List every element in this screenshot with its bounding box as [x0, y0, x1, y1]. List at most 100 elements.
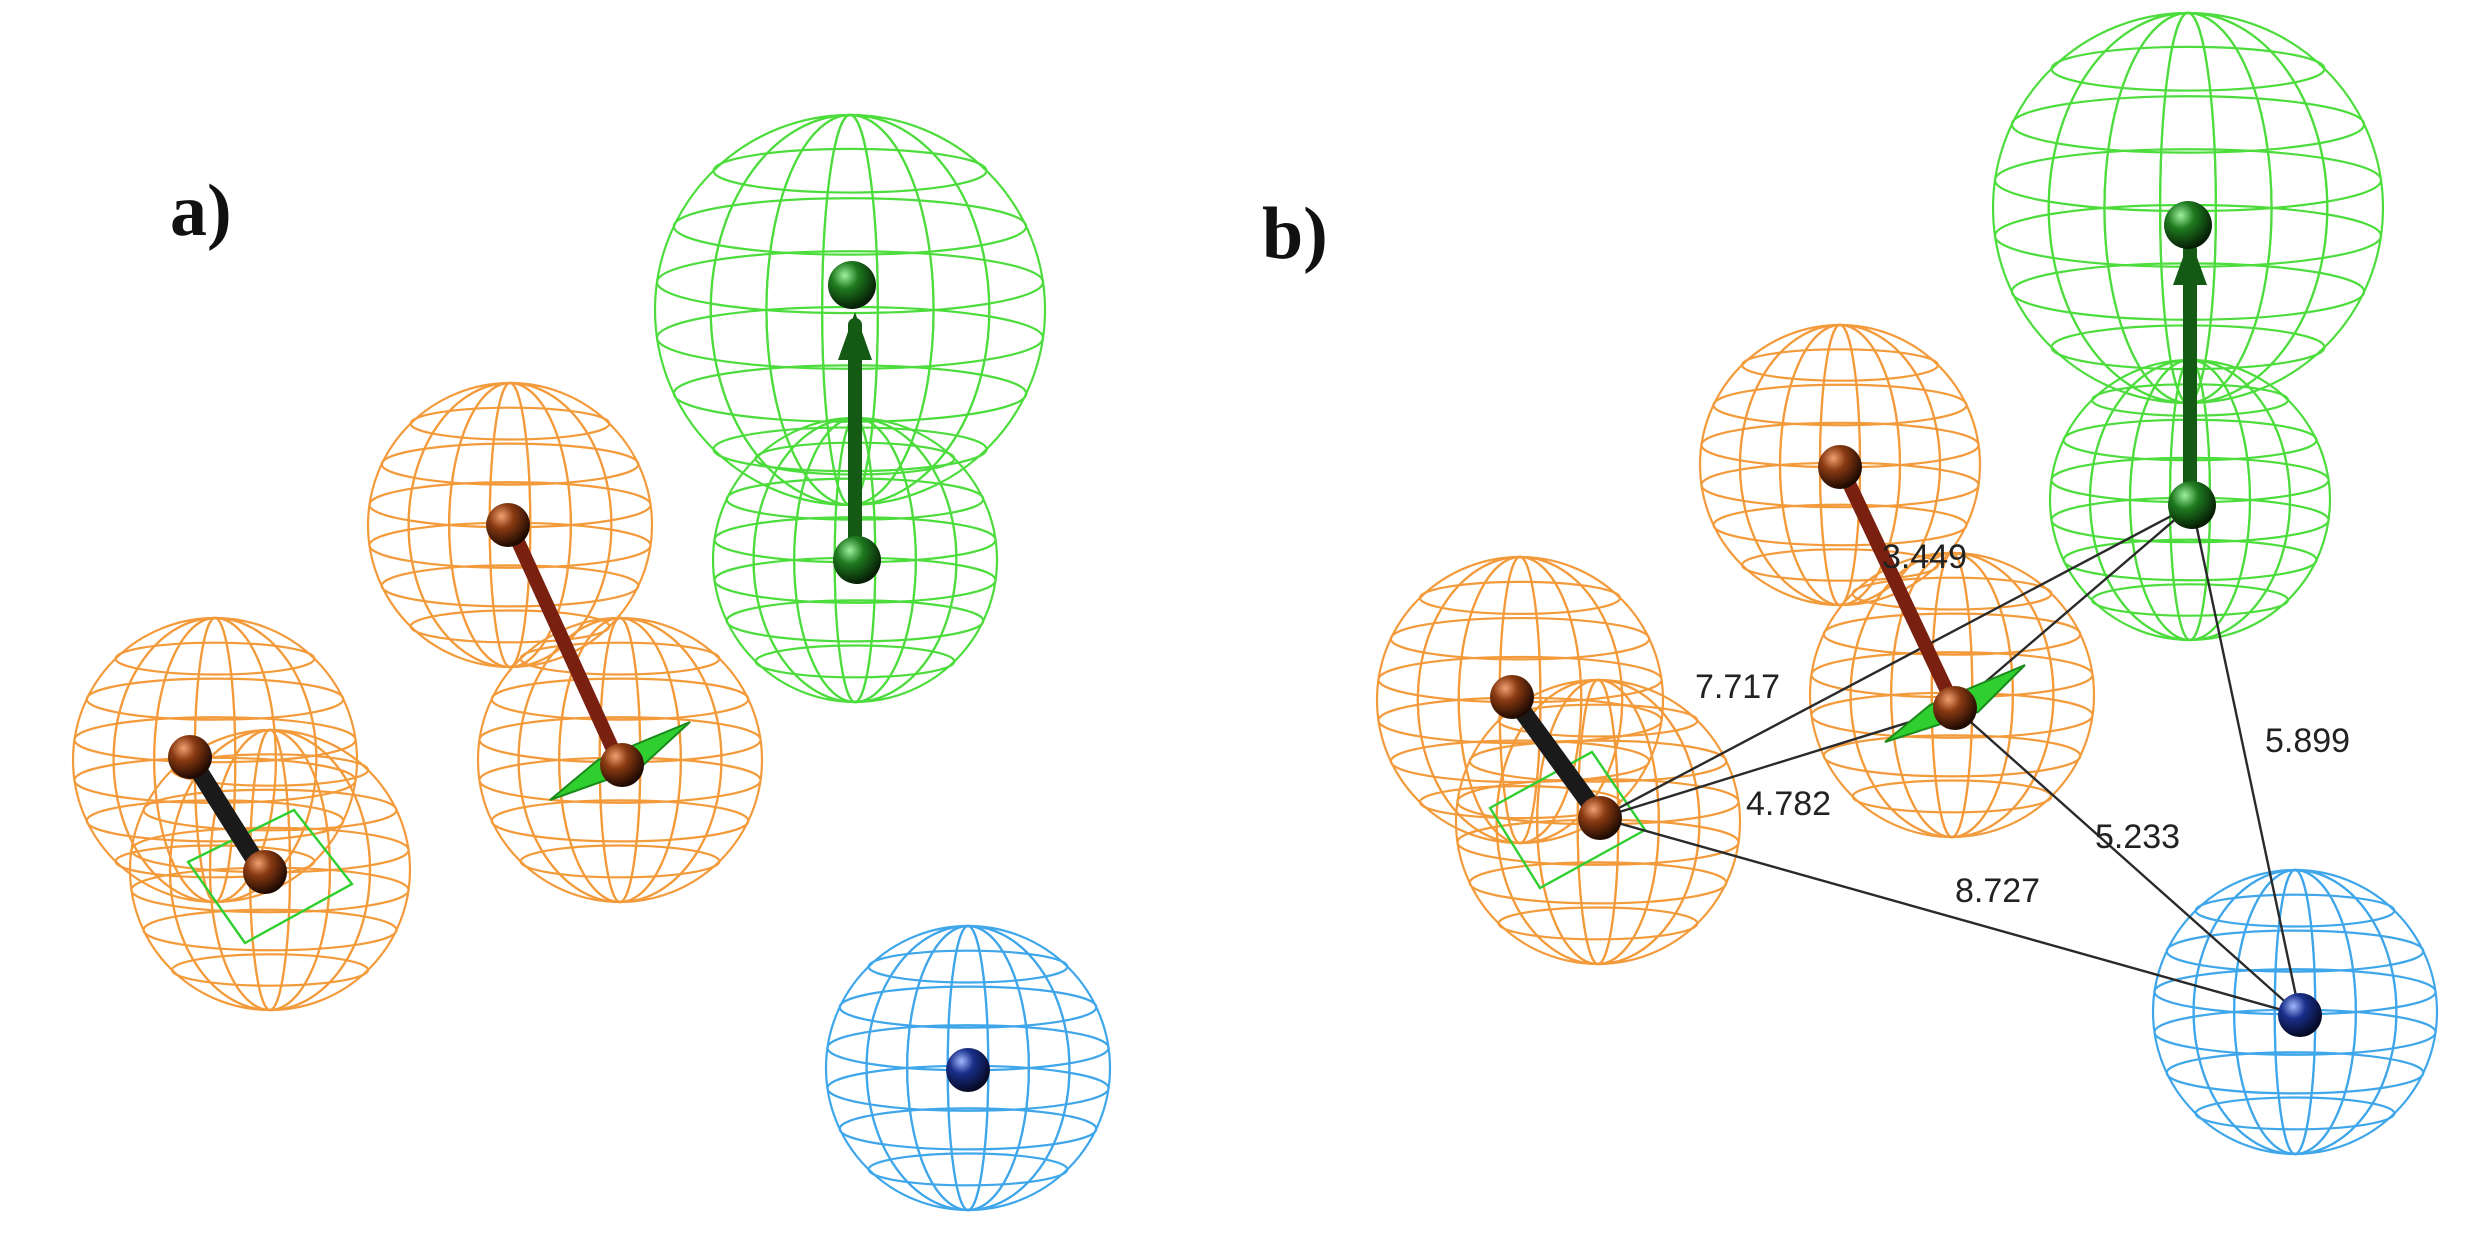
distance-label: 8.727 [1955, 872, 2040, 910]
hydrophobic-center [168, 735, 212, 779]
panel-a-aromatic-pair [366, 381, 764, 904]
wire-line [1738, 323, 1942, 607]
wire-line [725, 599, 985, 643]
distance-label: 5.899 [2265, 722, 2350, 760]
aromatic-center [1933, 686, 1977, 730]
hydrophobic-sphere [128, 728, 412, 1012]
wire-line [2010, 95, 2366, 154]
wire-line [407, 381, 613, 669]
wire-line [1497, 906, 1699, 941]
wire-line [1416, 555, 1624, 845]
wire-line [1740, 348, 1940, 382]
panel-a-label: a) [170, 170, 232, 252]
wire-line [1468, 739, 1728, 783]
panel-a-acceptor-pair [653, 113, 1047, 704]
dark-vector [1503, 688, 1605, 821]
wire-line [142, 908, 398, 952]
distance-line [2190, 504, 2302, 1016]
wire-line [672, 197, 1028, 256]
wire-line [1418, 785, 1622, 820]
wire-line [1418, 580, 1622, 615]
aromatic-center [486, 503, 530, 547]
acceptor-center [833, 536, 881, 584]
wire-line [409, 609, 611, 644]
wire-line [867, 1152, 1069, 1187]
ring-plane-outline [186, 808, 354, 945]
distance-line [1599, 816, 2301, 1017]
distance-label: 5.233 [2095, 818, 2180, 856]
wire-line [655, 250, 1045, 315]
wire-line [85, 677, 345, 721]
wire-line [2165, 1051, 2425, 1095]
wire-line [1822, 612, 2082, 656]
wire-line [2090, 583, 2290, 617]
wire-line [1822, 734, 2082, 778]
wire-line [1849, 551, 2055, 839]
green-vector-arrowhead [838, 312, 872, 360]
red-vector [1838, 468, 1962, 715]
ionizable-center [946, 1048, 990, 1092]
wire-line [1495, 678, 1701, 966]
wire-line [1389, 616, 1651, 661]
wire-line [1712, 383, 1968, 427]
red-vector [508, 528, 627, 772]
wire-line [168, 728, 372, 1012]
acceptor-center [2164, 201, 2212, 249]
ionizable-center [2278, 993, 2322, 1037]
wire-line [490, 799, 750, 843]
wire-line [712, 147, 988, 194]
wire-line [380, 442, 640, 486]
wire-line [1468, 861, 1728, 905]
wire-line [838, 985, 1098, 1029]
wire-line [409, 406, 611, 441]
wire-line [1497, 703, 1699, 738]
wire-line [867, 949, 1069, 984]
wire-line [490, 677, 750, 721]
wire-line [865, 924, 1071, 1212]
distance-line [1599, 706, 1956, 820]
wire-line [519, 641, 721, 676]
green-vector-arrowhead [2173, 238, 2207, 285]
wire-line [2165, 929, 2425, 973]
panel-b-label: b) [1262, 193, 1328, 275]
panel-b-aromatic-pair [1698, 323, 2096, 839]
wire-line [1851, 576, 2053, 611]
distance-labels: 3.449 7.717 4.782 5.899 5.233 8.727 [1695, 538, 2350, 910]
panel-b-left-hydrophobic-pair [1375, 555, 1742, 966]
wire-line [170, 753, 370, 787]
hydrophobic-sphere [71, 616, 359, 904]
hydrophobic-sphere [366, 381, 654, 669]
wire-line [1389, 739, 1651, 784]
hydrophobic-center [1490, 675, 1534, 719]
wire-line [838, 1107, 1098, 1151]
wire-line [519, 844, 721, 879]
panel-a-ionizable [824, 924, 1112, 1212]
wire-line [754, 644, 956, 679]
aromatic-center [600, 743, 644, 787]
wire-line [1740, 548, 1940, 582]
distance-line [1954, 504, 2193, 709]
distance-label: 3.449 [1882, 538, 1967, 576]
wire-line [1851, 779, 2053, 814]
wire-line [2194, 893, 2396, 928]
wire-line [2050, 45, 2326, 92]
wire-line [2062, 538, 2318, 582]
wire-line [380, 564, 640, 608]
aromatic-center [1818, 445, 1862, 489]
wire-line [114, 641, 316, 676]
wire-line [170, 953, 370, 987]
panel-b: 3.449 7.717 4.782 5.899 5.233 8.727 [1375, 11, 2439, 1156]
panel-a [71, 113, 1112, 1212]
wire-line [1712, 503, 1968, 547]
wire-line [517, 616, 723, 904]
hydrophobic-center [243, 850, 287, 894]
distance-label: 7.717 [1695, 668, 1780, 706]
wire-line [142, 788, 398, 832]
distance-line [1954, 707, 2301, 1016]
wire-line [73, 716, 357, 764]
hydrophobic-center [1578, 796, 1622, 840]
wire-line [2192, 868, 2398, 1156]
distance-line [1599, 503, 2193, 820]
panel-a-left-hydrophobic-pair [71, 616, 412, 1012]
